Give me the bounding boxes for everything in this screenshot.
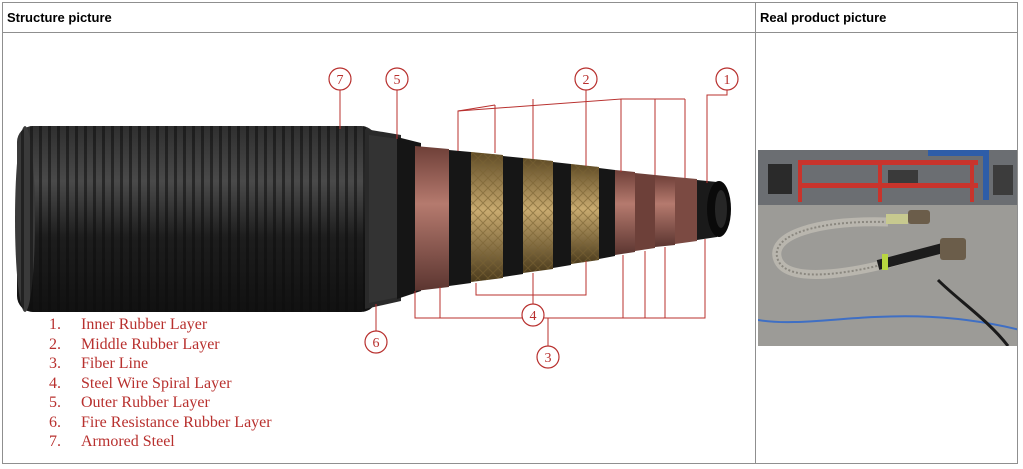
product-photo [758, 150, 1017, 346]
svg-text:6: 6 [373, 336, 380, 351]
inner-layers [415, 146, 731, 291]
layer-legend: 1.Inner Rubber Layer 2.Middle Rubber Lay… [49, 315, 272, 452]
legend-item: 4.Steel Wire Spiral Layer [49, 374, 232, 392]
product-header: Real product picture [755, 2, 1018, 33]
legend-item: 6.Fire Resistance Rubber Layer [49, 413, 272, 431]
callout-3: 3 [536, 345, 560, 369]
svg-text:5: 5 [394, 73, 401, 88]
callout-4: 4 [521, 303, 545, 327]
svg-text:2: 2 [583, 73, 590, 88]
leader-lines [339, 90, 728, 346]
spec-table: Structure picture Real product picture [2, 2, 1018, 464]
callout-7: 7 [328, 67, 352, 91]
svg-text:3: 3 [545, 351, 552, 366]
structure-header: Structure picture [2, 2, 756, 33]
legend-item: 1.Inner Rubber Layer [49, 316, 208, 333]
product-cell [755, 32, 1018, 464]
hose-structure-diagram: 7 5 2 1 4 [15, 67, 739, 369]
legend-item: 2.Middle Rubber Layer [49, 335, 220, 353]
callout-2: 2 [574, 67, 598, 91]
callout-6: 6 [364, 330, 388, 354]
structure-cell: 7 5 2 1 4 [2, 32, 756, 464]
armored-steel-section [15, 126, 377, 312]
svg-text:1: 1 [724, 73, 731, 88]
svg-text:4: 4 [530, 309, 537, 324]
legend-item: 3.Fiber Line [49, 355, 149, 372]
callout-5: 5 [385, 67, 409, 91]
svg-text:7: 7 [337, 73, 344, 88]
legend-item: 5.Outer Rubber Layer [49, 394, 210, 411]
legend-item: 7.Armored Steel [49, 433, 175, 450]
callout-1: 1 [715, 67, 739, 91]
